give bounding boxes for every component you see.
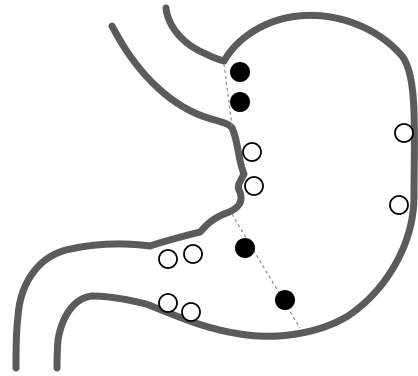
body-antrum-dashed-divider [232,214,300,328]
open-marker [245,177,263,195]
open-marker [243,143,261,161]
filled-marker [230,62,250,82]
filled-marker [275,290,295,310]
open-marker [390,196,408,214]
open-marker [159,250,177,268]
filled-marker [235,238,255,258]
filled-marker [230,92,250,112]
stomach-lesser-curvature-outline [16,26,244,368]
open-marker [395,124,413,142]
open-marker [159,294,177,312]
open-marker [184,245,202,263]
open-marker [182,303,200,321]
